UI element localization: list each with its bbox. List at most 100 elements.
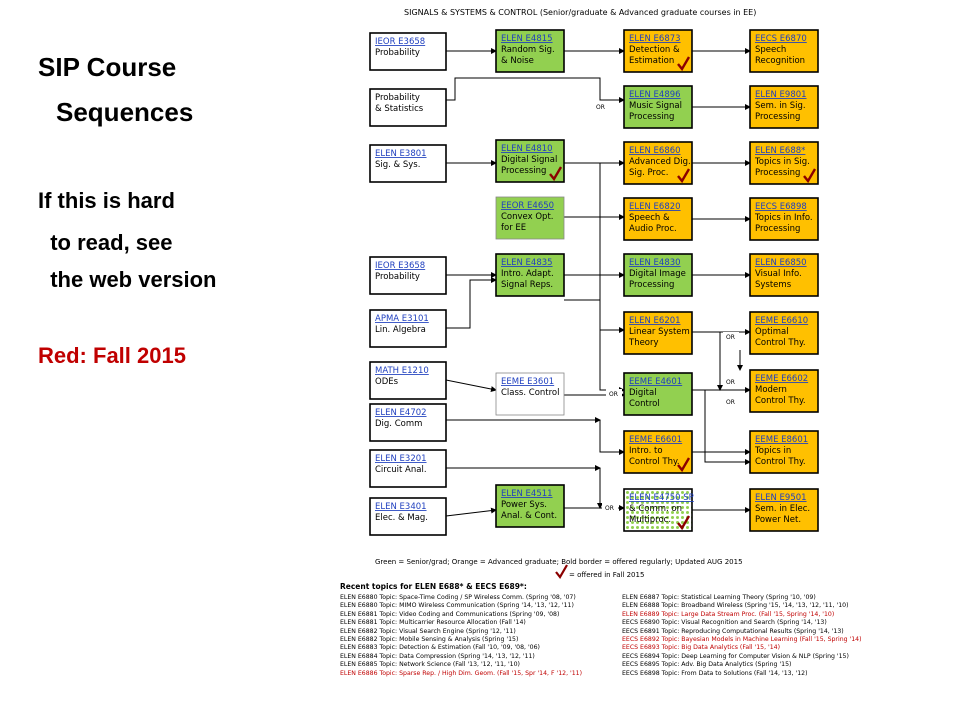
course-name: Signal Reps. bbox=[501, 280, 553, 290]
course-name: Speech bbox=[755, 45, 786, 55]
course-box-rect bbox=[495, 372, 565, 416]
legend-check-icon bbox=[555, 564, 568, 579]
topic-item-fall-2015: ELEN E6889 Topic: Large Data Stream Proc… bbox=[622, 610, 835, 618]
course-box-rect bbox=[369, 256, 447, 295]
course-name: Music Signal bbox=[629, 101, 682, 111]
course-code: MATH E1210 bbox=[375, 366, 429, 376]
course-code: ELEN E4702 bbox=[375, 408, 427, 418]
course-box-rect bbox=[623, 253, 693, 297]
or-label-bg bbox=[723, 397, 739, 407]
topic-item: ELEN E6882 Topic: Mobile Sensing & Analy… bbox=[340, 636, 519, 644]
topic-item: EECS E6898 Topic: From Data to Solutions… bbox=[622, 669, 808, 677]
or-label: OR bbox=[726, 399, 735, 406]
topic-item: ELEN E6882 Topic: Visual Search Engine (… bbox=[340, 627, 516, 635]
advanced-course-box: ELEN E688*Topics in Sig.Processing bbox=[749, 141, 819, 185]
course-code: ELEN E6201 bbox=[629, 316, 681, 326]
course-name: Control Thy. bbox=[755, 338, 806, 348]
prerequisite-arrow bbox=[445, 507, 497, 517]
course-box-rect bbox=[623, 372, 693, 416]
course-code: ELEN E4830 bbox=[629, 258, 681, 268]
course-box-rect bbox=[369, 403, 447, 442]
topic-item: ELEN E6880 Topic: Space-Time Coding / SP… bbox=[340, 594, 576, 601]
topic-item: ELEN E6887 Topic: Statistical Learning T… bbox=[622, 594, 816, 601]
course-name: Circuit Anal. bbox=[375, 465, 427, 475]
prereq-box: Probability& Statistics bbox=[369, 88, 447, 127]
course-name: Random Sig. bbox=[501, 45, 555, 55]
course-code: EEME E6610 bbox=[755, 316, 808, 326]
course-box-rect bbox=[369, 361, 447, 400]
course-name: Detection & bbox=[629, 45, 680, 55]
course-box-rect bbox=[749, 253, 819, 297]
course-code: EEME E6601 bbox=[629, 435, 682, 445]
course-name: Recognition bbox=[755, 56, 805, 66]
course-code: EEME E6602 bbox=[755, 374, 808, 384]
or-label: OR bbox=[609, 391, 618, 398]
course-box-rect bbox=[749, 85, 819, 129]
fall-2015-check-icon bbox=[677, 56, 691, 72]
course-code: EEOR E4650 bbox=[501, 201, 554, 211]
topic-item: EECS E6891 Topic: Reproducing Computatio… bbox=[622, 627, 844, 635]
note-line2: to read, see bbox=[38, 230, 173, 255]
slide-title-line1: SIP Course bbox=[38, 52, 177, 82]
course-name: Digital bbox=[629, 388, 657, 398]
course-name: Optimal bbox=[755, 327, 789, 337]
prerequisite-arrow bbox=[446, 277, 497, 329]
topic-item-fall-2015: EECS E6892 Topic: Bayesian Models in Mac… bbox=[622, 636, 862, 644]
course-name: Control Thy. bbox=[629, 457, 680, 467]
legend-line1: Green = Senior/grad; Orange = Advanced g… bbox=[375, 558, 743, 566]
topic-item: ELEN E6883 Topic: Detection & Estimation… bbox=[340, 644, 540, 652]
course-box-rect bbox=[495, 253, 565, 297]
course-name: Modern bbox=[755, 385, 787, 395]
course-box-rect bbox=[749, 197, 819, 241]
course-code: ELEN E4896 bbox=[629, 90, 681, 100]
course-box-rect bbox=[369, 497, 447, 536]
topics-header: Recent topics for ELEN E688* & EECS E689… bbox=[340, 582, 527, 591]
course-code: ELEN E4750 SP bbox=[629, 493, 694, 503]
course-name: Audio Proc. bbox=[629, 224, 677, 234]
course-name: Theory bbox=[628, 338, 659, 348]
course-name: Sem. in Elec. bbox=[755, 504, 810, 514]
course-name: Topics in bbox=[754, 446, 791, 456]
topic-item: EECS E6890 Topic: Visual Recognition and… bbox=[622, 619, 827, 627]
course-name: Processing bbox=[755, 112, 800, 122]
fall-2015-check-icon bbox=[677, 168, 691, 184]
course-box-rect bbox=[623, 311, 693, 355]
course-code: ELEN E6873 bbox=[629, 34, 681, 44]
course-name: Sig. & Sys. bbox=[375, 160, 420, 170]
course-name: Control bbox=[629, 399, 660, 409]
course-name: Visual Info. bbox=[755, 269, 802, 279]
course-name: Sig. Proc. bbox=[629, 168, 668, 178]
legend-line2: = offered in Fall 2015 bbox=[569, 571, 644, 579]
note-line1: If this is hard bbox=[38, 188, 175, 213]
course-box-rect bbox=[749, 311, 819, 355]
course-box-rect bbox=[623, 430, 693, 474]
course-name: Digital Image bbox=[629, 269, 686, 279]
course-box-rect bbox=[495, 196, 565, 240]
or-label: OR bbox=[726, 379, 735, 386]
course-box-rect bbox=[749, 488, 819, 532]
course-name: Anal. & Cont. bbox=[501, 511, 557, 521]
course-code: EECS E6870 bbox=[755, 34, 807, 44]
course-box-rect bbox=[495, 139, 565, 183]
course-code: ELEN E3401 bbox=[375, 502, 427, 512]
course-box-rect bbox=[623, 488, 693, 532]
or-label: OR bbox=[605, 505, 614, 512]
topic-item-fall-2015: ELEN E6886 Topic: Sparse Rep. / High Dim… bbox=[340, 669, 583, 677]
